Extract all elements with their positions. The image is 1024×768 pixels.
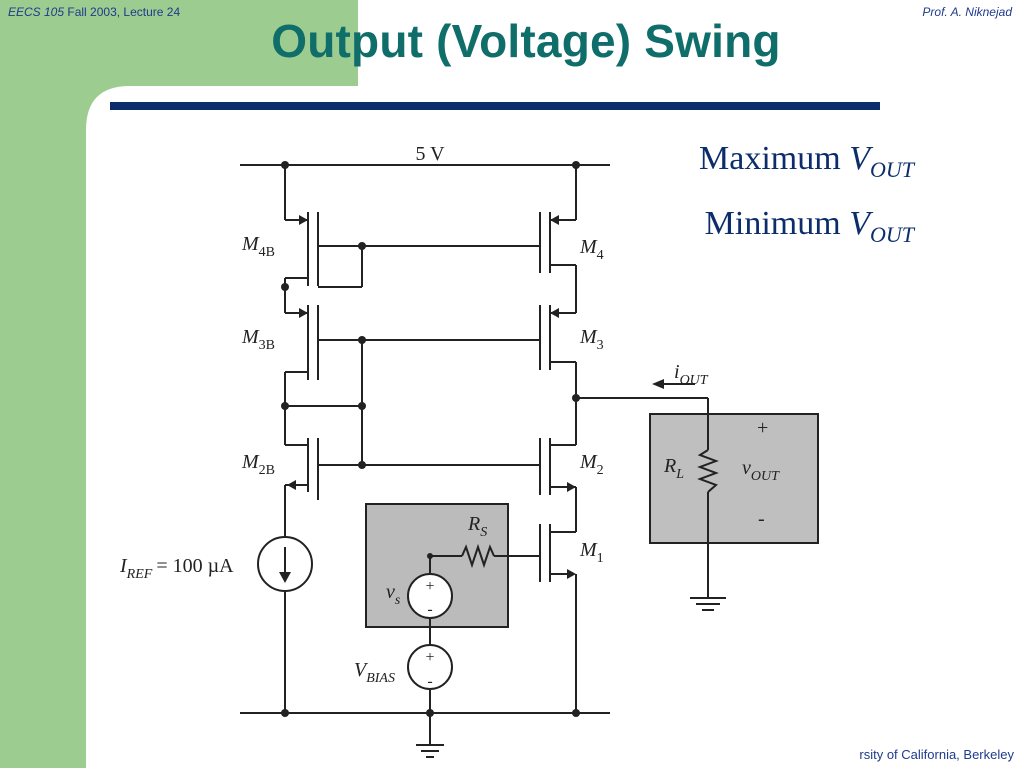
rl-label: RL xyxy=(663,455,684,482)
course-header: EECS 105 Fall 2003, Lecture 24 xyxy=(8,5,180,19)
junction-dots xyxy=(281,161,580,717)
iref-label: IREF= 100 µA xyxy=(119,555,234,582)
supply-label: 5 V xyxy=(415,143,445,165)
m3-label: M3 xyxy=(579,326,604,353)
vout-minus-sign: - xyxy=(758,508,765,530)
rs-label: RS xyxy=(467,513,487,540)
vbias-label: VBIAS xyxy=(354,659,395,686)
svg-text:-: - xyxy=(427,673,432,690)
vout-label: vOUT xyxy=(742,457,780,484)
vbias-source xyxy=(407,644,453,690)
vs-label: vs xyxy=(386,581,401,608)
course-term: Fall 2003, Lecture 24 xyxy=(67,5,181,19)
svg-text:+: + xyxy=(425,578,434,595)
svg-text:-: - xyxy=(427,601,432,618)
title-underline xyxy=(110,102,880,110)
m3b-label: M3B xyxy=(241,326,275,353)
footer-university: rsity of California, Berkeley xyxy=(859,747,1014,762)
m2b-label: M2B xyxy=(241,451,275,478)
m4-label: M4 xyxy=(579,236,604,263)
vout-plus-sign: + xyxy=(757,417,768,439)
maximum-vout-label: Maximum VOUT xyxy=(699,140,914,182)
minimum-vout-label: Minimum VOUT xyxy=(704,205,914,247)
svg-text:+: + xyxy=(425,649,434,666)
author-header: Prof. A. Niknejad xyxy=(922,5,1012,19)
m1-label: M1 xyxy=(579,539,604,566)
m4b-label: M4B xyxy=(241,233,275,260)
m2-label: M2 xyxy=(579,451,604,478)
iout-label: iOUT xyxy=(674,361,709,388)
slide-title: Output (Voltage) Swing xyxy=(271,15,781,67)
course-code: EECS 105 xyxy=(8,5,65,19)
vs-source xyxy=(407,573,453,619)
